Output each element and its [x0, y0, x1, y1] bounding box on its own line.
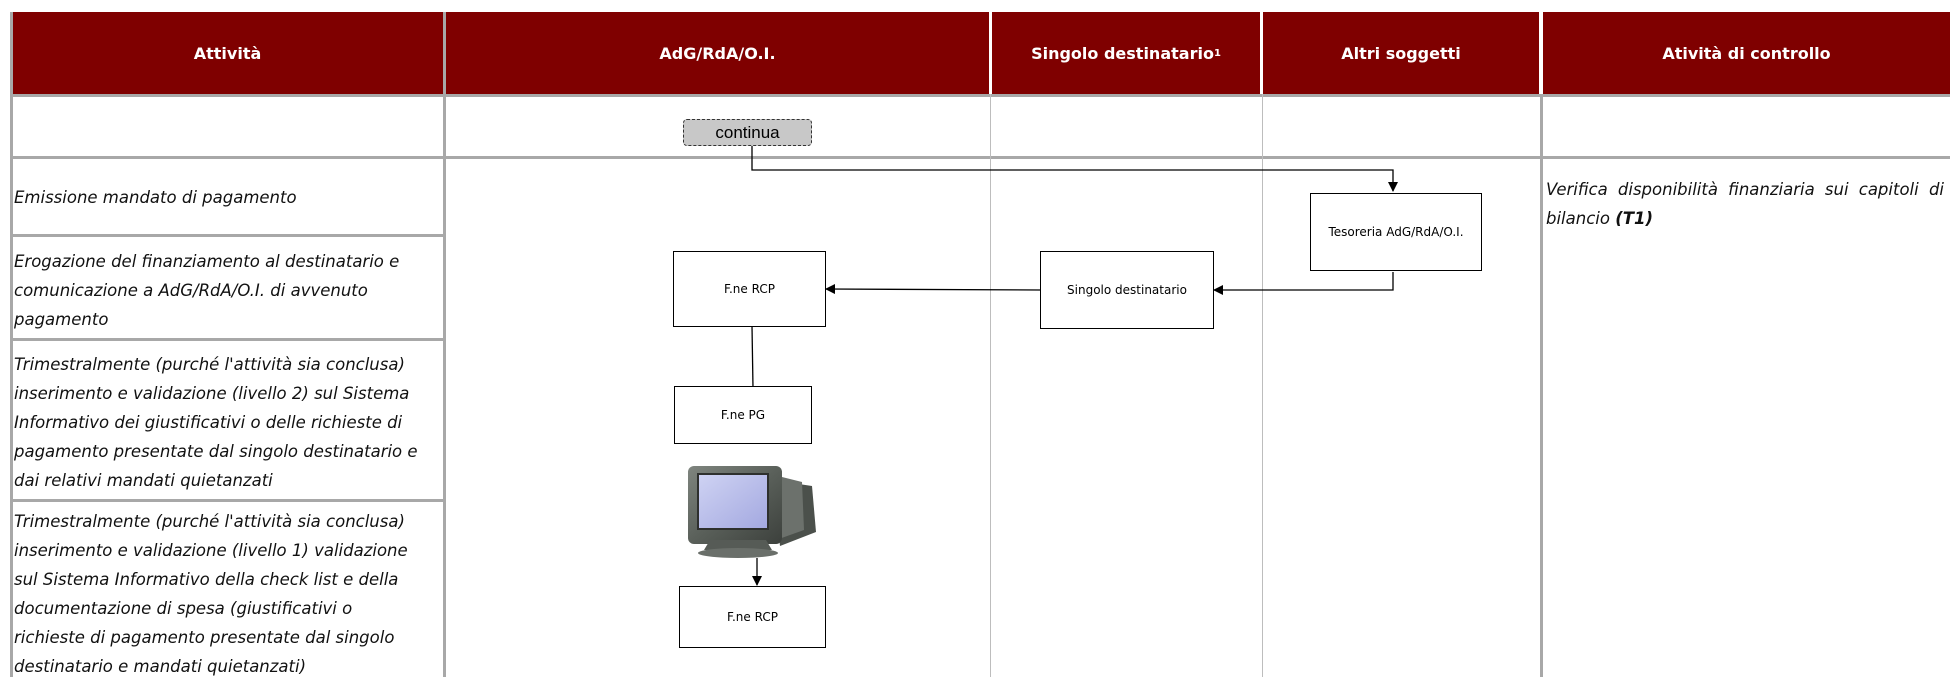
activity-2: Erogazione del finanziamento al destinat…: [14, 252, 400, 329]
connector-singolo-to-rcp: [825, 284, 1042, 295]
activity-rule-2: [12, 338, 443, 341]
col-divider-1: [443, 12, 446, 677]
header-bottom-rule: [12, 94, 1950, 97]
left-border: [10, 12, 13, 677]
continua-row-rule: [12, 156, 1950, 159]
computer-monitor-icon: [688, 466, 816, 558]
activity-rule-1: [12, 234, 443, 237]
fne-pg-box: F.ne PG: [674, 386, 812, 444]
header-adg: AdG/RdA/O.I.: [446, 12, 989, 94]
connector-rcp-to-pg: [751, 325, 754, 389]
tesoreria-box: Tesoreria AdG/RdA/O.I.: [1310, 193, 1482, 271]
singolo-destinatario-box: Singolo destinatario: [1040, 251, 1214, 329]
activity-4: Trimestralmente (purché l'attività sia c…: [14, 512, 408, 676]
footnote-marker: 1: [1213, 47, 1221, 59]
control-code: (T1): [1615, 209, 1654, 228]
fne-rcp-box-2: F.ne RCP: [679, 586, 826, 648]
activity-1: Emissione mandato di pagamento: [14, 188, 297, 207]
continua-connector: continua: [683, 119, 812, 146]
col-divider-2: [990, 94, 991, 677]
fne-rcp-box-1: F.ne RCP: [673, 251, 826, 327]
activity-rule-3: [12, 499, 443, 502]
control-activity: Verifica disponibilità finanziaria sui c…: [1546, 175, 1944, 233]
header-attivita: Attività: [12, 12, 443, 94]
header-altri-soggetti: Altri soggetti: [1263, 12, 1539, 94]
control-text: Verifica disponibilità finanziaria sui c…: [1546, 180, 1944, 228]
col-divider-3: [1262, 94, 1263, 677]
header-controllo: Atività di controllo: [1543, 12, 1950, 94]
connector-continua-to-tesoreria: [751, 145, 1398, 192]
col-divider-4: [1540, 94, 1543, 677]
connector-tesoreria-to-singolo: [1213, 272, 1394, 295]
header-singolo-label: Singolo destinatario: [1031, 43, 1214, 63]
activity-3: Trimestralmente (purché l'attività sia c…: [14, 355, 418, 490]
